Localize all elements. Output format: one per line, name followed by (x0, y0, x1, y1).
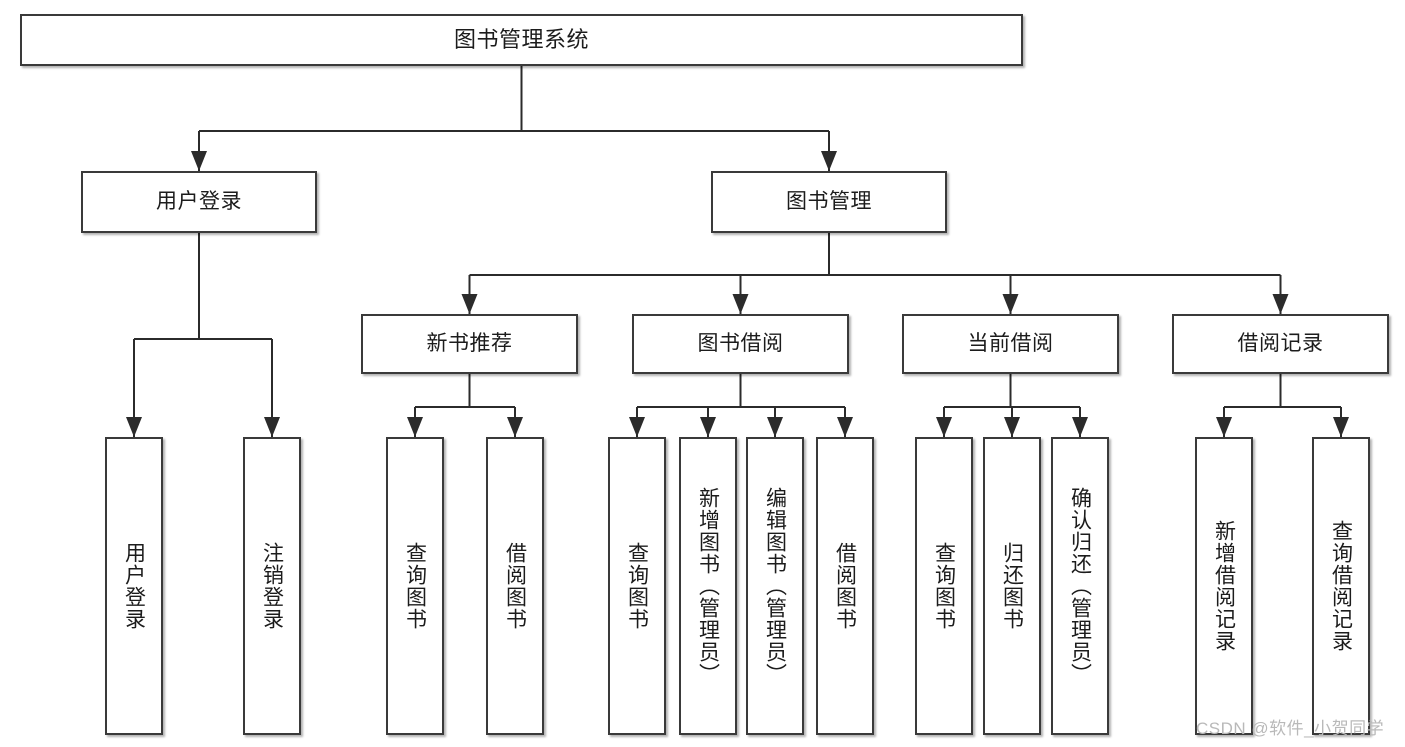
node-label: 用户登录 (122, 542, 146, 630)
node-book-borrow[interactable]: 图书借阅 (632, 314, 849, 374)
node-leaf-query-book-3[interactable]: 查询图书 (915, 437, 973, 735)
node-leaf-user-login[interactable]: 用户登录 (105, 437, 163, 735)
node-label: 图书管理系统 (453, 27, 589, 53)
node-leaf-return-book[interactable]: 归还图书 (983, 437, 1041, 735)
node-book-manage[interactable]: 图书管理 (711, 171, 947, 233)
node-leaf-confirm-return[interactable]: 确认归还（管理员） (1051, 437, 1109, 735)
node-label: 归还图书 (1000, 542, 1024, 630)
node-label: 查询图书 (625, 542, 649, 630)
node-label: 查询图书 (403, 542, 427, 630)
node-new-book-rec[interactable]: 新书推荐 (361, 314, 578, 374)
node-label: 图书管理 (786, 189, 872, 213)
node-user-login[interactable]: 用户登录 (81, 171, 317, 233)
node-current-borrow[interactable]: 当前借阅 (902, 314, 1119, 374)
node-leaf-query-book-2[interactable]: 查询图书 (608, 437, 666, 735)
node-label: 用户登录 (156, 189, 242, 213)
node-label: 借阅图书 (833, 542, 857, 630)
node-label: 确认归还（管理员） (1068, 487, 1092, 685)
node-label: 借阅图书 (503, 542, 527, 630)
node-leaf-edit-book[interactable]: 编辑图书（管理员） (746, 437, 804, 735)
node-leaf-add-book[interactable]: 新增图书（管理员） (679, 437, 737, 735)
node-label: 查询借阅记录 (1329, 520, 1353, 652)
node-label: 当前借阅 (967, 331, 1054, 355)
node-label: 新书推荐 (426, 331, 513, 355)
node-leaf-query-book-1[interactable]: 查询图书 (386, 437, 444, 735)
node-leaf-borrow-book-2[interactable]: 借阅图书 (816, 437, 874, 735)
node-borrow-record[interactable]: 借阅记录 (1172, 314, 1389, 374)
node-label: 新增借阅记录 (1212, 520, 1236, 652)
node-label: 查询图书 (932, 542, 956, 630)
node-label: 借阅记录 (1237, 331, 1324, 355)
node-label: 新增图书（管理员） (696, 487, 720, 685)
node-label: 编辑图书（管理员） (763, 487, 787, 685)
watermark-text: CSDN @软件_小贺同学 (1196, 719, 1385, 738)
node-leaf-query-record[interactable]: 查询借阅记录 (1312, 437, 1370, 735)
node-root[interactable]: 图书管理系统 (20, 14, 1023, 66)
node-leaf-user-logout[interactable]: 注销登录 (243, 437, 301, 735)
node-label: 注销登录 (260, 542, 284, 630)
node-label: 图书借阅 (697, 331, 784, 355)
node-leaf-add-record[interactable]: 新增借阅记录 (1195, 437, 1253, 735)
node-leaf-borrow-book-1[interactable]: 借阅图书 (486, 437, 544, 735)
